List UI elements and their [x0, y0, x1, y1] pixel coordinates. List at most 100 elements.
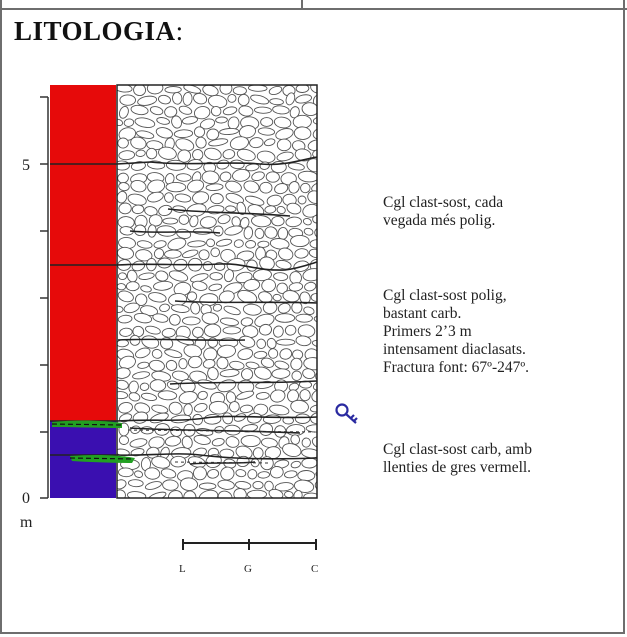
pebble: [164, 435, 182, 447]
pebble: [183, 403, 193, 417]
bedding-line: [50, 415, 318, 422]
pebble: [282, 443, 302, 458]
pebble: [257, 127, 276, 136]
pebble: [210, 106, 222, 117]
pebble: [275, 259, 292, 270]
pebble: [279, 348, 293, 360]
pebble: [187, 240, 206, 248]
pebble: [249, 137, 264, 149]
pebble: [130, 161, 146, 171]
depth-label-0: 0: [22, 490, 30, 507]
pebble: [207, 469, 220, 479]
pebble: [179, 477, 199, 491]
pebble: [310, 412, 317, 425]
pebble: [117, 367, 131, 379]
pebble: [117, 137, 129, 149]
pebble: [193, 434, 211, 445]
pebble: [164, 249, 182, 259]
pebble: [130, 179, 147, 193]
pebble: [181, 435, 193, 449]
pebble: [198, 489, 219, 498]
pebble: [117, 272, 128, 281]
pebble: [303, 357, 317, 371]
pebble: [263, 138, 276, 147]
bedding-line: [117, 338, 246, 342]
pebble: [258, 323, 273, 336]
pebble: [175, 173, 192, 182]
column-outline: [116, 84, 318, 499]
pebble: [236, 148, 256, 162]
pebble: [140, 285, 152, 293]
pebble: [190, 301, 201, 315]
pebble: [147, 491, 167, 498]
pebble: [264, 226, 278, 239]
pebble: [141, 335, 160, 349]
pebble: [303, 492, 317, 498]
pebble: [251, 215, 272, 228]
pebble: [271, 368, 291, 379]
bedding-line: [50, 261, 318, 271]
pebble: [287, 162, 305, 171]
pebble: [117, 489, 126, 498]
pebble: [125, 281, 140, 292]
pebble: [136, 130, 155, 139]
pebble: [220, 249, 236, 263]
pebble: [252, 480, 264, 490]
pebble: [151, 456, 171, 469]
pebble: [134, 470, 144, 478]
pebble: [276, 205, 286, 215]
pebble: [290, 399, 309, 414]
pebble: [227, 94, 237, 103]
pebble: [139, 382, 150, 391]
pebble: [151, 404, 169, 414]
pebble: [246, 489, 268, 498]
pebble: [238, 125, 257, 139]
pebble: [293, 126, 312, 140]
pebble: [245, 361, 260, 370]
pebble: [165, 359, 178, 371]
pebble: [285, 216, 302, 228]
grain-label-l: L: [179, 563, 186, 575]
depth-label-5: 5: [22, 157, 30, 174]
pebble: [260, 357, 275, 368]
pebble: [243, 279, 261, 291]
pebble: [322, 149, 342, 164]
pebble: [193, 403, 208, 413]
pebble: [269, 466, 284, 479]
pebble: [252, 269, 272, 282]
pebble: [273, 116, 292, 129]
pebble: [157, 390, 178, 401]
pebble: [268, 86, 283, 96]
red-band: [50, 85, 116, 421]
pebble: [290, 434, 300, 445]
pebble: [257, 240, 270, 248]
pebble: [164, 349, 183, 358]
pebble: [183, 85, 202, 94]
pebble: [223, 305, 241, 316]
pebble: [302, 203, 317, 218]
pebble: [237, 93, 250, 107]
description-lower: Cgl clast-sost carb, amb llenties de gre…: [383, 441, 532, 476]
pebble: [276, 138, 292, 152]
bedding-line: [50, 156, 318, 166]
pebble: [178, 214, 190, 225]
pebble: [247, 469, 258, 480]
pebble: [268, 348, 279, 359]
pebble: [178, 105, 193, 115]
pebble: [128, 380, 139, 394]
pebble: [294, 248, 309, 259]
pebble: [316, 324, 317, 335]
pebble: [241, 368, 254, 381]
pebble: [170, 304, 190, 313]
pebble: [290, 460, 301, 469]
pebble: [266, 337, 277, 349]
pebble: [274, 183, 289, 195]
pebble: [278, 247, 294, 261]
pebble: [118, 150, 136, 161]
bedding-line: [167, 208, 291, 217]
pebble: [135, 347, 151, 359]
pebble: [127, 193, 147, 206]
pebble: [208, 400, 229, 415]
pebble: [269, 98, 284, 106]
pebble: [192, 191, 210, 205]
